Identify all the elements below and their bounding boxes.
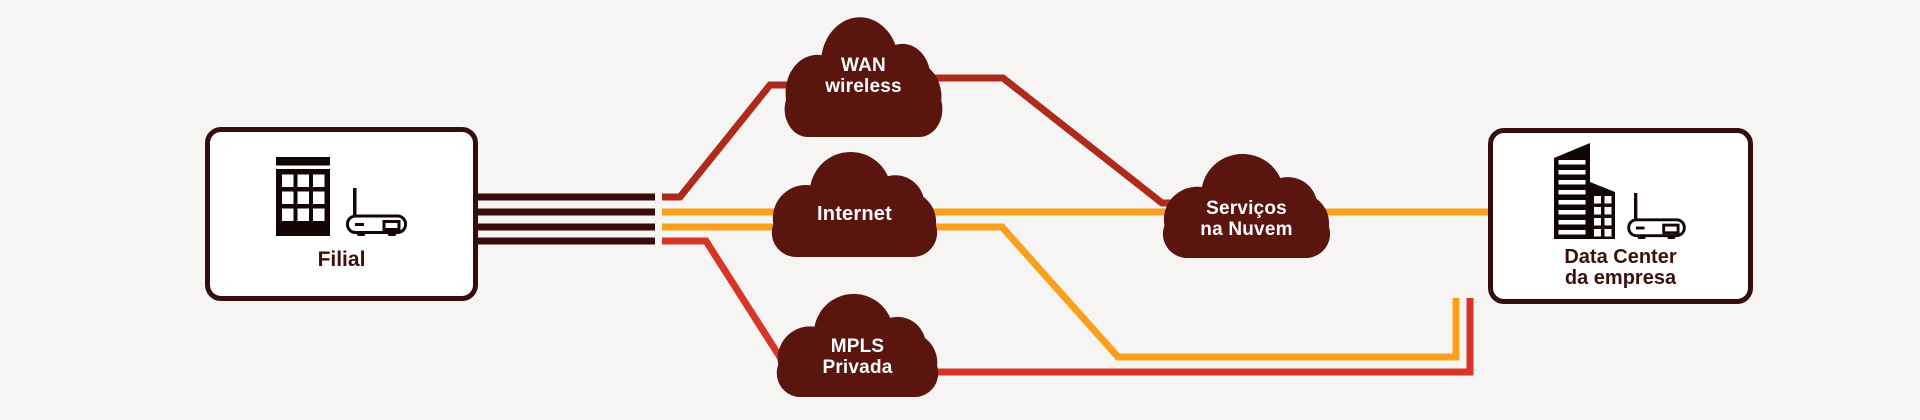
wan-label-line2: wireless	[825, 76, 902, 97]
internet-cloud-label: Internet	[767, 204, 942, 225]
datacenter-box: Data Center da empresa	[1488, 128, 1753, 304]
wan-uplink-line	[662, 81, 800, 201]
datacenter-icons	[1554, 143, 1687, 239]
office-building-icon	[275, 157, 330, 236]
servicos-label-line2: na Nuvem	[1200, 219, 1293, 240]
filial-label: Filial	[317, 248, 366, 271]
mpls-label-line1: MPLS	[830, 336, 885, 357]
filial-icons	[275, 157, 408, 236]
datacenter-building-icon	[1554, 143, 1615, 239]
mpls-cloud-label: MPLS Privada	[772, 336, 943, 378]
router-icon	[345, 188, 407, 236]
wan-cloud-label: WAN wireless	[780, 55, 947, 97]
router-icon	[1627, 193, 1686, 239]
internet-label: Internet	[817, 203, 892, 225]
wan-label-line1: WAN	[841, 55, 886, 76]
filial-box: Filial	[205, 127, 478, 301]
datacenter-label-line1: Data Center	[1564, 246, 1677, 268]
servicos-cloud-label: Serviços na Nuvem	[1158, 198, 1335, 240]
servicos-label-line1: Serviços	[1206, 198, 1287, 219]
mpls-label-line2: Privada	[822, 357, 893, 378]
wan-to-servicos-line	[930, 74, 1200, 207]
mpls-left-line	[662, 237, 795, 378]
datacenter-label-line2: da empresa	[1564, 267, 1677, 289]
datacenter-label: Data Center da empresa	[1564, 247, 1676, 289]
mpls-right-line	[850, 298, 1474, 376]
